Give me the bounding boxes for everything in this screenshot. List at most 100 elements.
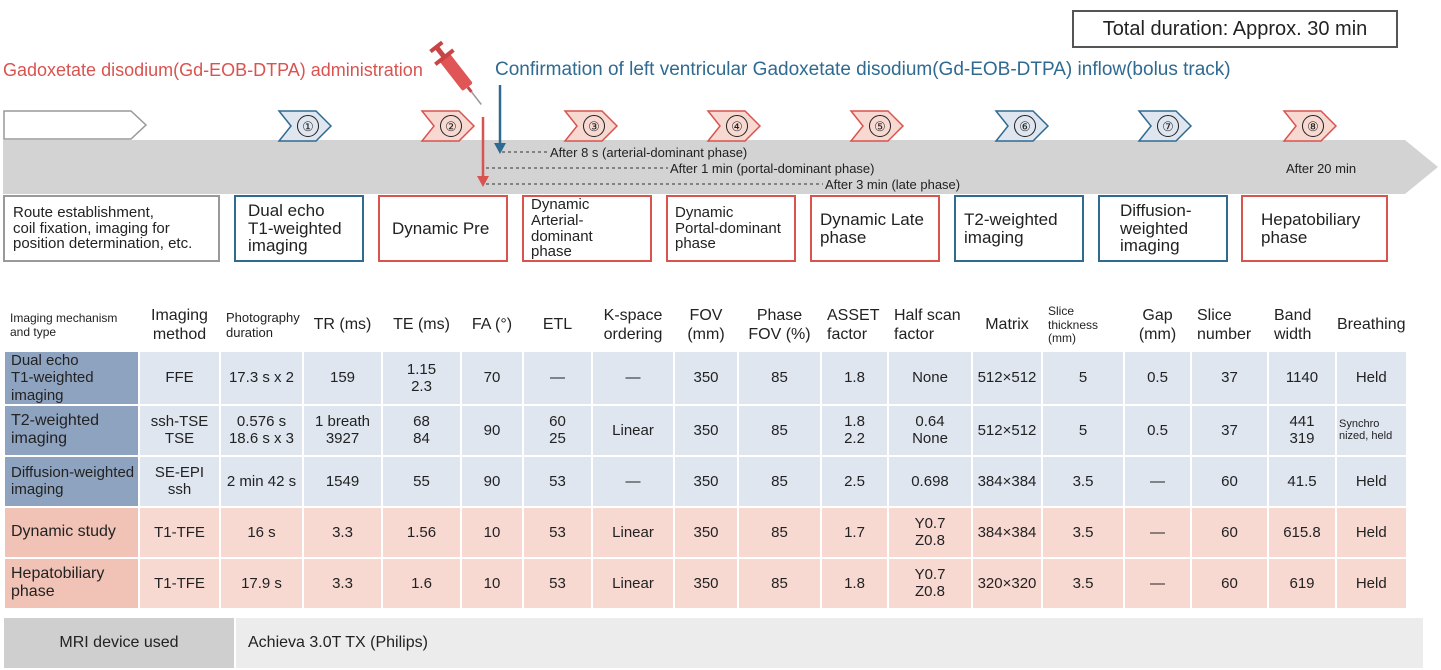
table-cell: 1.8 [822, 352, 887, 404]
table-cell: 5 [1043, 352, 1123, 404]
table-cell: 53 [524, 507, 591, 557]
device-label: MRI device used [4, 618, 234, 668]
table-cell: None [889, 352, 971, 404]
step-number-4: ④ [726, 115, 748, 137]
phase-text: Dynamic [675, 203, 734, 221]
table-cell: 2.5 [822, 456, 887, 506]
table-cell: 60 [1192, 507, 1267, 557]
table-cell: 10 [462, 507, 522, 557]
table-cell: 3.3 [304, 558, 381, 608]
header-cell: FA (°) [462, 301, 522, 350]
phase-text: weighted [1120, 218, 1189, 238]
step-number-1: ① [297, 115, 319, 137]
table-cell: 70 [462, 352, 522, 404]
start-chevron [3, 110, 148, 140]
table-cell: Linear [593, 558, 673, 608]
table-cell: Held [1337, 558, 1406, 608]
table-cell: 90 [462, 405, 522, 455]
table-cell: 17.9 s [221, 558, 302, 608]
table-cell: 384×384 [973, 507, 1041, 557]
table-cell: 5 [1043, 405, 1123, 455]
table-cell: — [1125, 456, 1190, 506]
table-cell: 0.5 [1125, 405, 1190, 455]
bolus-track-label: Confirmation of left ventricular Gadoxet… [495, 59, 1231, 80]
step-number-8: ⑧ [1302, 115, 1324, 137]
phase-box-setup: Route establishment,coil fixation, imagi… [3, 195, 220, 262]
table-cell: 0.5 [1125, 352, 1190, 404]
table-cell: 0.698 [889, 456, 971, 506]
table-cell: 85 [739, 352, 820, 404]
table-cell: 384×384 [973, 456, 1041, 506]
phase-text: Portal-dominant [675, 219, 781, 237]
table-cell: Held [1337, 456, 1406, 506]
step-number-7: ⑦ [1157, 115, 1179, 137]
after-8s-label: After 8 s (arterial-dominant phase) [550, 145, 748, 160]
table-cell: 159 [304, 352, 381, 404]
header-cell: Breathing [1337, 301, 1406, 350]
phase-text: phase [531, 243, 572, 261]
header-cell: Slice thickness(mm) [1043, 301, 1123, 350]
table-cell: 512×512 [973, 405, 1041, 455]
after-20min-label: After 20 min [1286, 161, 1357, 176]
phase-text: phase [1261, 227, 1308, 247]
table-cell: 320×320 [973, 558, 1041, 608]
table-cell: 2 min 42 s [221, 456, 302, 506]
table-cell: 85 [739, 507, 820, 557]
table-cell: 350 [675, 558, 737, 608]
table-cell: Held [1337, 352, 1406, 404]
phase-text: Hepatobiliary [1261, 209, 1361, 229]
table-cell: 1.6 [383, 558, 460, 608]
table-cell: 1140 [1269, 352, 1335, 404]
timeline-arrow [3, 140, 1438, 194]
table-cell: — [1125, 507, 1190, 557]
table-cell: 55 [383, 456, 460, 506]
header-cell: TR (ms) [304, 301, 381, 350]
table-cell: 350 [675, 456, 737, 506]
table-cell: 60 [1192, 456, 1267, 506]
step-number-3: ③ [583, 115, 605, 137]
phase-text: imaging [1120, 236, 1180, 256]
table-cell: 37 [1192, 352, 1267, 404]
table-cell: 85 [739, 558, 820, 608]
phase-text: position determination, etc. [13, 235, 193, 253]
table-cell: 512×512 [973, 352, 1041, 404]
table-cell: — [524, 352, 591, 404]
table-cell: 90 [462, 456, 522, 506]
table-cell: 53 [524, 456, 591, 506]
table-cell: 85 [739, 456, 820, 506]
table-cell: 350 [675, 352, 737, 404]
table-cell: 1.7 [822, 507, 887, 557]
syringe-icon [429, 40, 482, 105]
header-cell: FOV(mm) [675, 301, 737, 350]
step-number-6: ⑥ [1014, 115, 1036, 137]
phase-text: T2-weighted [964, 209, 1058, 229]
phase-text: phase [675, 235, 716, 253]
header-cell: TE (ms) [383, 301, 460, 350]
